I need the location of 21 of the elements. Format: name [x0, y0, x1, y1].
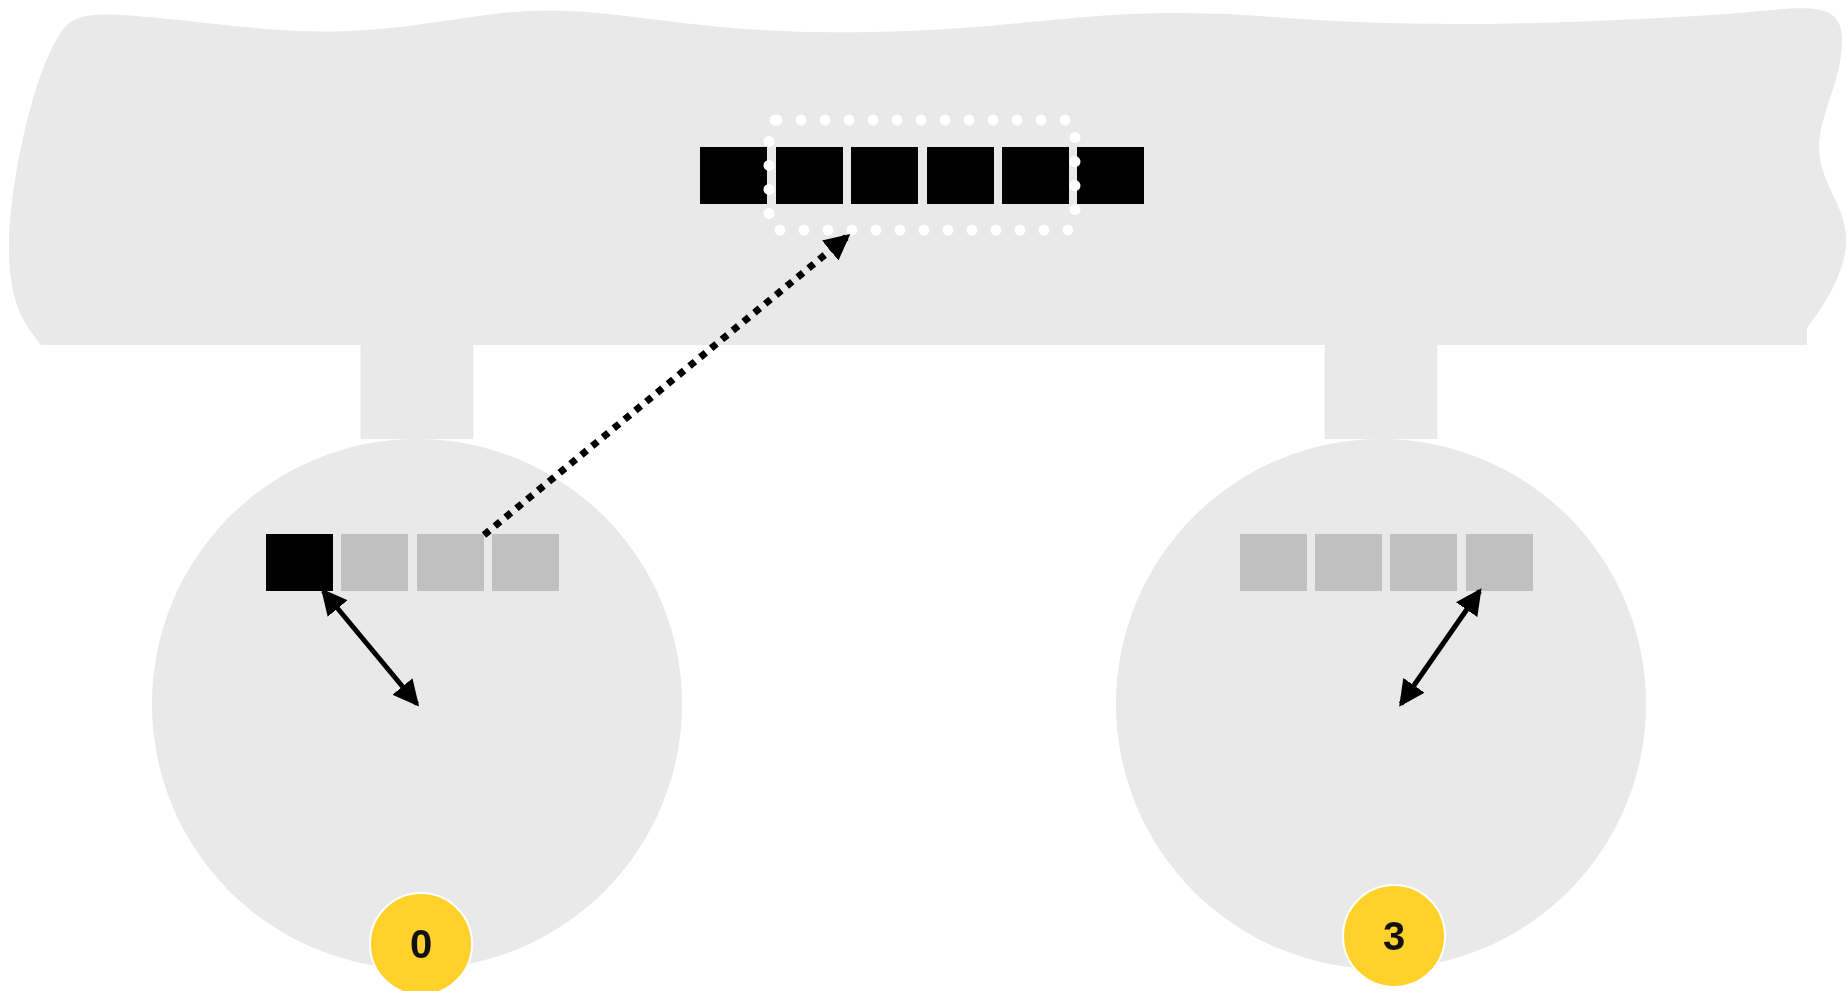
arrow	[481, 233, 851, 538]
filled-block	[266, 534, 333, 591]
empty-block	[417, 534, 484, 591]
badge-number: 3	[1382, 913, 1406, 959]
filled-block	[700, 147, 767, 204]
filled-block	[1002, 147, 1069, 204]
memory-cloud	[9, 6, 1846, 345]
arrow	[1398, 588, 1482, 707]
badge-number: 0	[409, 921, 433, 967]
arrow	[321, 588, 420, 707]
filled-block	[851, 147, 918, 204]
filled-block	[1077, 147, 1144, 204]
empty-block	[1466, 534, 1533, 591]
empty-block	[1315, 534, 1382, 591]
empty-block	[1240, 534, 1307, 591]
filled-block	[927, 147, 994, 204]
empty-block	[341, 534, 408, 591]
filled-block	[776, 147, 843, 204]
empty-block	[492, 534, 559, 591]
dotted-selection	[763, 114, 1081, 236]
empty-block	[1390, 534, 1457, 591]
